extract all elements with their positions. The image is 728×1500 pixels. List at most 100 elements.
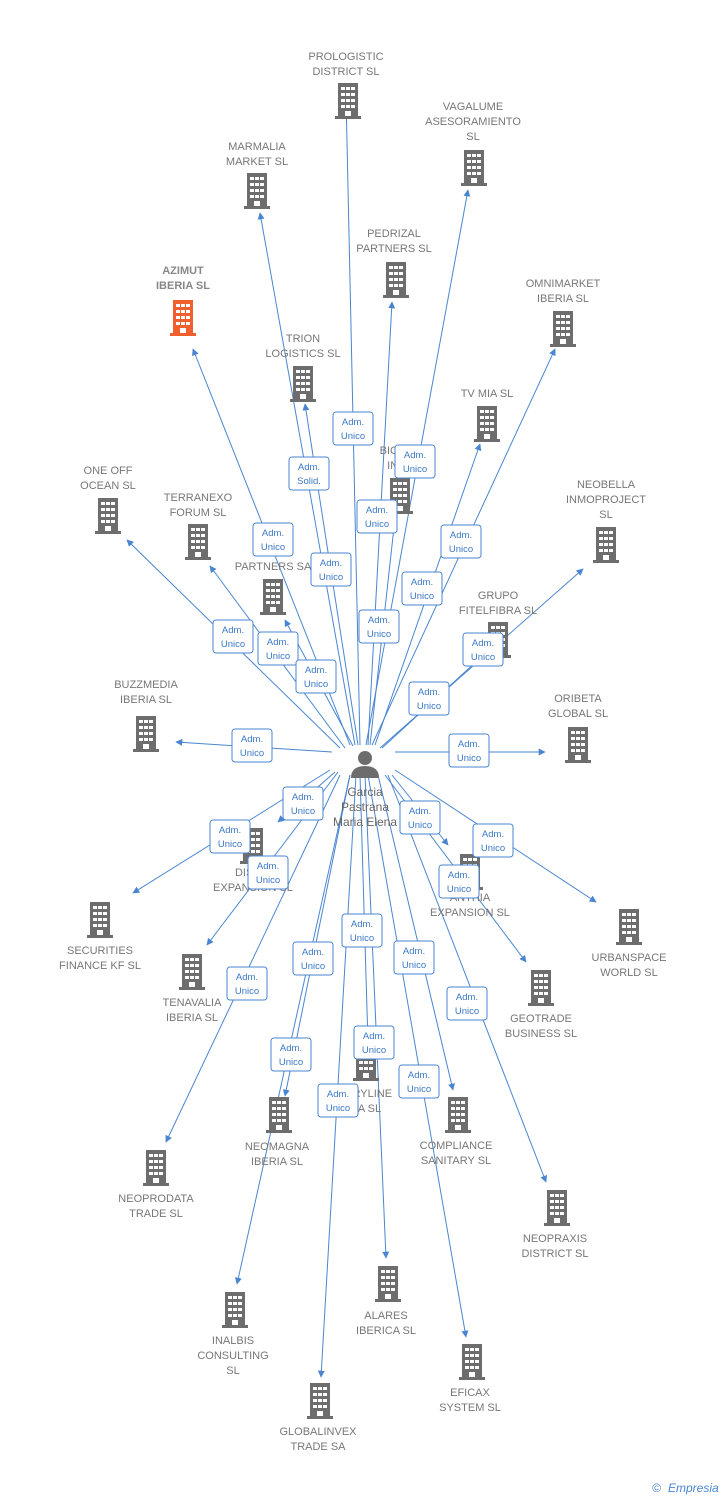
relation-badge[interactable]: Adm.Unico — [341, 913, 383, 948]
relation-text: Unico — [449, 544, 473, 555]
relation-box — [282, 786, 324, 821]
relation-text: Adm. — [292, 792, 314, 803]
relation-badge[interactable]: Adm.Unico — [209, 819, 251, 854]
relation-badge[interactable]: Adm.Unico — [438, 864, 480, 899]
relation-box — [317, 1083, 359, 1118]
relation-badge[interactable]: Adm.Unico — [448, 733, 490, 768]
relation-badge[interactable]: Adm.Unico — [408, 681, 450, 716]
relation-badge[interactable]: Adm.Unico — [270, 1037, 312, 1072]
relation-badge[interactable]: Adm.Solid. — [288, 456, 330, 491]
relation-badge[interactable]: Adm.Unico — [398, 1064, 440, 1099]
building-icon — [222, 1292, 248, 1328]
relation-badge[interactable]: Adm.Unico — [440, 524, 482, 559]
relation-badge[interactable]: Adm.Unico — [446, 986, 488, 1021]
relation-box — [288, 456, 330, 491]
company-node-tvmia[interactable]: TV MIA SL — [461, 388, 514, 442]
relation-box — [448, 733, 490, 768]
company-label-line: IBERICA SL — [356, 1325, 416, 1337]
relation-badge[interactable]: Adm.Unico — [295, 659, 337, 694]
relation-badge[interactable]: Adm.Unico — [212, 619, 254, 654]
relation-text: Unico — [350, 933, 374, 944]
building-icon — [244, 173, 270, 209]
edge-neoprodata — [165, 774, 341, 1143]
relation-box — [247, 855, 289, 890]
relation-text: Adm. — [320, 558, 342, 569]
relation-text: Unico — [408, 820, 432, 831]
relation-badge[interactable]: Adm.Unico — [356, 499, 398, 534]
relation-badge[interactable]: Adm.Unico — [472, 823, 514, 858]
relation-box — [356, 499, 398, 534]
relation-badge[interactable]: Adm.Unico — [332, 411, 374, 446]
building-icon — [375, 1266, 401, 1302]
relation-text: Unico — [218, 839, 242, 850]
relation-badge[interactable]: Adm.Unico — [310, 552, 352, 587]
relation-badge[interactable]: Adm.Unico — [462, 632, 504, 667]
building-icon — [87, 902, 113, 938]
relation-badge[interactable]: Adm.Unico — [231, 728, 273, 763]
company-label-line: FINANCE KF SL — [59, 960, 141, 972]
relation-badge[interactable]: Adm.Unico — [399, 800, 441, 835]
company-label-line: COMPLIANCE — [420, 1140, 493, 1152]
relation-badge[interactable]: Adm.Unico — [393, 940, 435, 975]
relation-text: Adm. — [222, 625, 244, 636]
company-label-line: SL — [599, 509, 612, 521]
relation-text: Unico — [301, 961, 325, 972]
building-icon — [143, 1150, 169, 1186]
relation-badge[interactable]: Adm.Unico — [226, 966, 268, 1001]
relation-badge[interactable]: Adm.Unico — [358, 609, 400, 644]
company-label-line: BUSINESS SL — [505, 1028, 577, 1040]
relation-box — [472, 823, 514, 858]
relation-badge[interactable]: Adm.Unico — [247, 855, 289, 890]
relation-text: Adm. — [342, 417, 364, 428]
relation-badge[interactable]: Adm.Unico — [257, 631, 299, 666]
relation-badge[interactable]: Adm.Unico — [401, 571, 443, 606]
building-icon — [133, 716, 159, 752]
relation-badge[interactable]: Adm.Unico — [252, 522, 294, 557]
relation-badge[interactable]: Adm.Unico — [292, 941, 334, 976]
relation-text: Adm. — [418, 687, 440, 698]
relation-badge[interactable]: Adm.Unico — [394, 444, 436, 479]
relation-text: Adm. — [482, 829, 504, 840]
relation-badge[interactable]: Adm.Unico — [317, 1083, 359, 1118]
relation-badge[interactable]: Adm.Unico — [353, 1025, 395, 1060]
relation-badge[interactable]: Adm.Unico — [282, 786, 324, 821]
relation-text: Adm. — [305, 665, 327, 676]
edge-neopraxis — [387, 774, 547, 1183]
relation-box — [394, 444, 436, 479]
building-icon — [461, 150, 487, 186]
relation-text: Unico — [410, 591, 434, 602]
company-label-line: OCEAN SL — [80, 480, 136, 492]
